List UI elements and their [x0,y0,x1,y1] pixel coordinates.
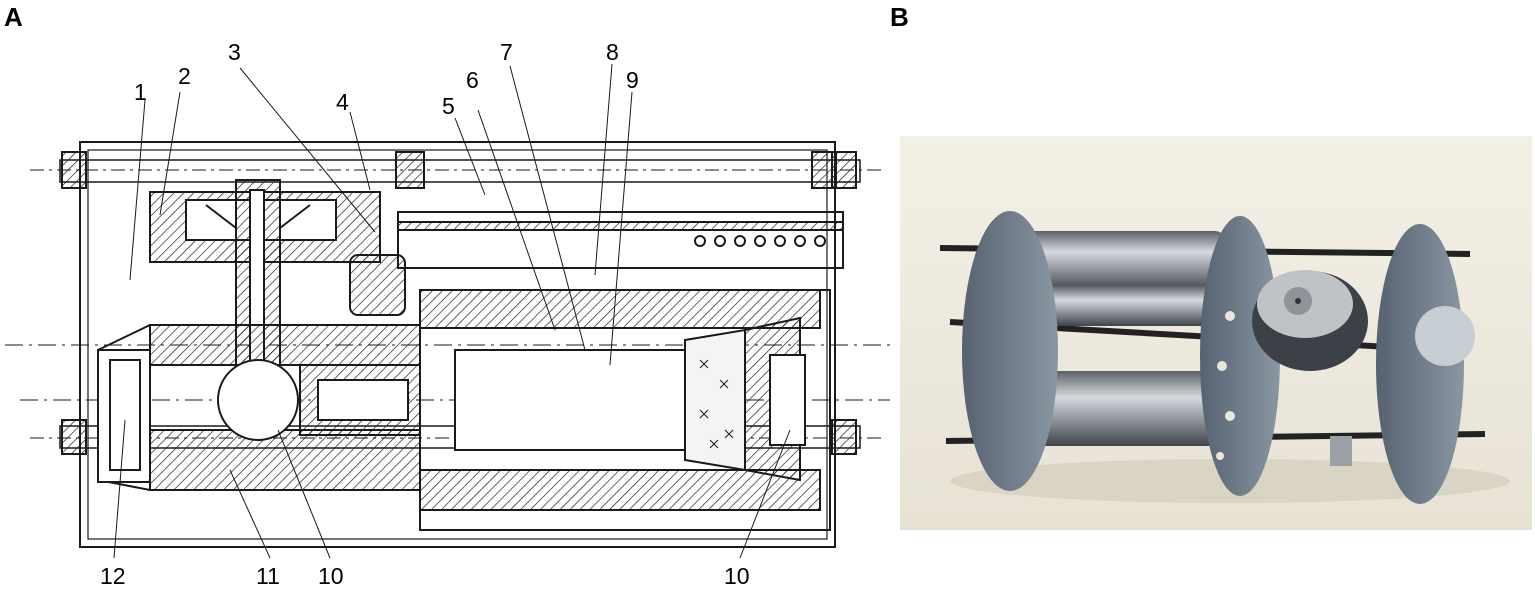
callout-12: 12 [100,563,126,589]
device-photo-illustration [900,136,1532,530]
callout-10-right: 10 [724,563,750,589]
top-nut-left [61,151,87,189]
end-plate-middle [1200,216,1280,496]
chamber-upper-wall [419,289,821,329]
cylinder-middle [1015,286,1235,326]
hex-fitting [349,254,406,316]
callout-labels: 1 2 3 4 5 6 7 8 9 12 11 10 10 [100,39,750,589]
device-photo [900,136,1532,530]
drawing-geometry [5,63,890,559]
inlet-nozzle-inner [109,359,141,471]
filter-marks [699,359,734,449]
top-tie-rod [59,159,861,183]
plate-holes [1216,311,1235,460]
end-plate-left [962,211,1058,491]
bottom-nut-left [61,419,87,455]
callout-10-left: 10 [318,563,344,589]
inlet-nozzle [97,349,151,483]
callout-3: 3 [228,39,241,65]
callout-7: 7 [500,39,513,65]
bottom-port [1330,436,1352,466]
callout-11: 11 [256,563,280,589]
valve-spring [205,204,311,229]
body-lower-wall [149,429,421,491]
filter-cone [684,328,746,472]
chamber-lower-wall [419,469,821,511]
callout-4: 4 [336,89,349,115]
panel-label-a: A [4,2,23,32]
callout-6: 6 [466,67,479,93]
bottom-nut-right [831,419,857,455]
upper-cylinder [397,211,844,269]
port-holes [694,235,826,247]
ball-valve [217,359,299,441]
valve-seat-bore [317,379,409,421]
callout-8: 8 [606,39,619,65]
end-plate-disc [1415,306,1475,366]
end-plate-right [1376,224,1464,504]
panel-label-b: B [890,2,909,32]
body-upper-wall [149,324,421,366]
sample-chamber [454,349,686,451]
callout-2: 2 [178,63,191,89]
top-nut-mid2 [811,151,837,189]
callout-1: 1 [134,79,147,105]
cylinder-top [995,231,1225,291]
leader-lines [113,63,791,559]
callout-9: 9 [626,67,639,93]
end-cap-bore [769,354,806,446]
valve-head-bolt [1295,298,1301,304]
callout-5: 5 [442,93,455,119]
top-nut-mid [395,151,425,189]
